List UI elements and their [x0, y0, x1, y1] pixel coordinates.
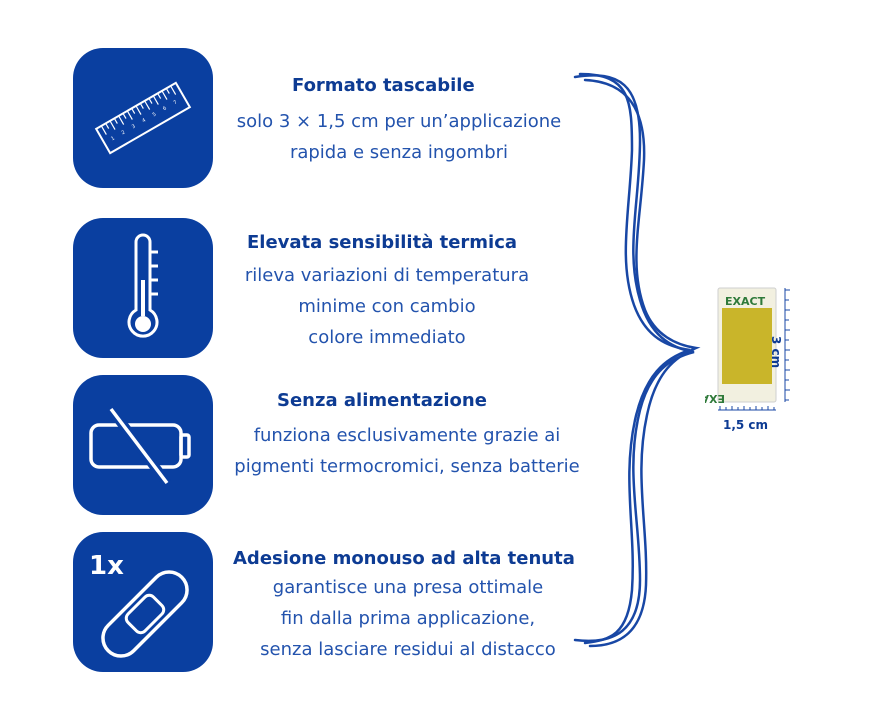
vertical-scale — [784, 288, 790, 402]
thermometer-tile — [73, 218, 213, 358]
ruler-digit: 6 — [162, 105, 168, 112]
feature-description: rileva variazioni di temperatura minime … — [222, 260, 552, 353]
ruler-digit: 7 — [172, 99, 178, 106]
ruler-digit: 2 — [120, 129, 126, 136]
ruler-digit: 3 — [131, 123, 137, 130]
feature-description: solo 3 × 1,5 cm per un’applicazione rapi… — [210, 106, 588, 168]
description-line: minime con cambio — [298, 296, 476, 317]
description-line: pigmenti termocromici, senza batterie — [234, 456, 580, 477]
ruler-digit: 5 — [152, 111, 158, 118]
ruler-digit: 1 — [110, 135, 116, 142]
description-line: fin dalla prima applicazione, — [280, 608, 536, 629]
curly-brace — [573, 72, 701, 648]
feature-title: Adesione monouso ad alta tenuta — [233, 548, 575, 569]
description-line: garantisce una presa ottimale — [272, 577, 544, 598]
height-label: 3 cm — [769, 336, 783, 369]
bandage-tile: 1x — [73, 532, 213, 672]
description-line: rapida e senza ingombri — [289, 142, 509, 163]
product-illustration: EXACT EXACT 3 cm 1,5 cm — [684, 280, 815, 440]
no-battery-icon — [89, 405, 191, 487]
feature-title: Formato tascabile — [292, 75, 475, 96]
feature-description: funziona esclusivamente grazie ai pigmen… — [212, 420, 602, 482]
ruler-icon: 1 2 3 4 5 6 7 — [94, 81, 192, 155]
brand-logo: EXACT — [725, 295, 766, 308]
description-line: solo 3 × 1,5 cm per un’applicazione — [236, 111, 562, 132]
description-line: funziona esclusivamente grazie ai — [253, 425, 561, 446]
description-line: senza lasciare residui al distacco — [260, 639, 556, 660]
battery-tile — [73, 375, 213, 515]
quantity-label: 1x — [89, 551, 124, 581]
ruler-digit: 4 — [141, 117, 147, 124]
description-line: colore immediato — [308, 327, 466, 348]
feature-description: garantisce una presa ottimale fin dalla … — [232, 572, 584, 665]
thermometer-strip: EXACT EXACT — [684, 287, 790, 411]
ruler-tile: 1 2 3 4 5 6 7 — [73, 48, 213, 188]
thermometer-icon — [127, 233, 159, 338]
horizontal-scale — [718, 406, 776, 411]
width-label: 1,5 cm — [723, 418, 769, 432]
feature-title: Senza alimentazione — [277, 390, 487, 411]
brand-logo-inverted: EXACT — [705, 392, 725, 405]
bandage-icon: 1x — [89, 551, 189, 658]
feature-title: Elevata sensibilità termica — [247, 232, 518, 253]
description-line: rileva variazioni di temperatura — [244, 265, 530, 286]
